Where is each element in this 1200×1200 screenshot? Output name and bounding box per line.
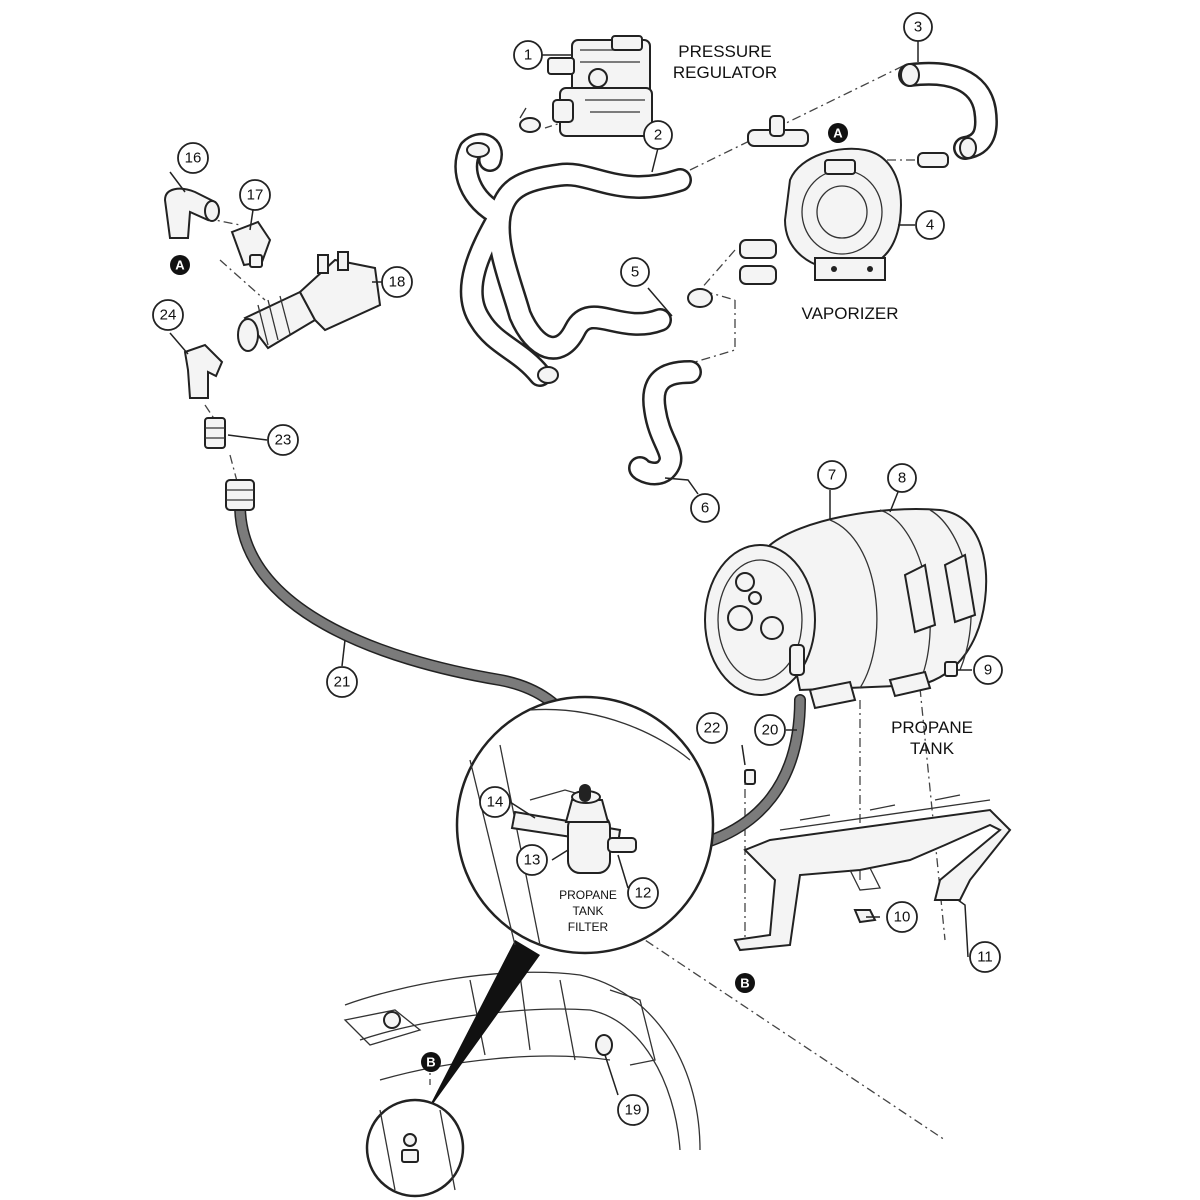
propane-tank [704, 508, 988, 710]
svg-text:3: 3 [914, 19, 922, 36]
callout-5: 5 [620, 257, 650, 287]
callout-17: 17 [239, 179, 271, 211]
callout-6: 6 [690, 493, 720, 523]
label-filter-3: FILTER [568, 920, 609, 934]
label-vaporizer: VAPORIZER [802, 304, 899, 323]
label-pressure-regulator-2: REGULATOR [673, 63, 777, 82]
svg-text:2: 2 [654, 127, 662, 144]
marker-b-frame: B [421, 1052, 441, 1072]
callout-8: 8 [887, 463, 917, 493]
marker-a-vaporizer: A [828, 123, 848, 143]
marker-b-bracket: B [735, 973, 755, 993]
svg-text:12: 12 [635, 885, 652, 902]
label-filter-2: TANK [572, 904, 603, 918]
vaporizer [739, 147, 949, 285]
callout-21: 21 [326, 666, 358, 698]
marker-a-elbow: A [170, 255, 190, 275]
svg-text:4: 4 [926, 217, 934, 234]
elbow-fitting-16 [163, 187, 220, 239]
callout-2: 2 [643, 120, 673, 150]
svg-text:A: A [833, 126, 843, 141]
callout-22: 22 [696, 712, 728, 744]
svg-text:17: 17 [247, 187, 264, 204]
label-filter-1: PROPANE [559, 888, 617, 902]
hose-clamp-upper [519, 107, 541, 133]
svg-text:7: 7 [828, 467, 836, 484]
svg-text:16: 16 [185, 150, 202, 167]
callout-3: 3 [903, 12, 933, 42]
callout-10: 10 [886, 901, 918, 933]
svg-text:B: B [426, 1055, 435, 1070]
label-propane-tank-1: PROPANE [891, 718, 973, 737]
callout-18: 18 [381, 266, 413, 298]
svg-text:A: A [175, 258, 185, 273]
cart-frame [343, 971, 701, 1151]
hose-6 [628, 360, 702, 486]
svg-text:14: 14 [487, 794, 504, 811]
svg-text:10: 10 [894, 909, 911, 926]
tank-mounting-bracket [733, 769, 1012, 952]
svg-text:1: 1 [524, 47, 532, 64]
callout-24: 24 [152, 299, 184, 331]
svg-text:6: 6 [701, 500, 709, 517]
svg-text:13: 13 [524, 852, 541, 869]
elbow-fitting-24 [183, 343, 224, 399]
adapter-fitting-23 [204, 417, 226, 449]
callout-13: 13 [516, 844, 548, 876]
callout-23: 23 [267, 424, 299, 456]
callout-9: 9 [973, 655, 1003, 685]
hose-3 [898, 61, 998, 160]
svg-text:18: 18 [389, 274, 406, 291]
svg-text:9: 9 [984, 662, 992, 679]
leader-lines [169, 40, 972, 1096]
svg-text:B: B [740, 976, 749, 991]
tee-fitting [747, 115, 809, 147]
detail-circle-small [365, 1098, 465, 1198]
detail-zoom-cone [425, 940, 540, 1115]
svg-text:23: 23 [275, 432, 292, 449]
svg-text:20: 20 [762, 722, 779, 739]
callout-7: 7 [817, 460, 847, 490]
pressure-regulator [547, 35, 653, 137]
callout-12: 12 [627, 877, 659, 909]
hose-2 [454, 132, 692, 387]
svg-text:8: 8 [898, 470, 906, 487]
label-pressure-regulator-1: PRESSURE [678, 42, 772, 61]
hose-clamp-lower [687, 288, 713, 308]
callout-14: 14 [479, 786, 511, 818]
callout-11: 11 [969, 941, 1001, 973]
svg-text:11: 11 [977, 949, 993, 966]
solenoid-valve-18 [237, 251, 382, 352]
callout-20: 20 [754, 714, 786, 746]
callout-19: 19 [617, 1094, 649, 1126]
svg-text:24: 24 [160, 307, 177, 324]
callout-16: 16 [177, 142, 209, 174]
callout-4: 4 [915, 210, 945, 240]
label-propane-tank-2: TANK [910, 739, 955, 758]
callout-1: 1 [513, 40, 543, 70]
svg-text:21: 21 [334, 674, 351, 691]
svg-text:22: 22 [704, 720, 721, 737]
svg-text:19: 19 [625, 1102, 642, 1119]
svg-text:5: 5 [631, 264, 639, 281]
cap-17 [230, 220, 272, 268]
